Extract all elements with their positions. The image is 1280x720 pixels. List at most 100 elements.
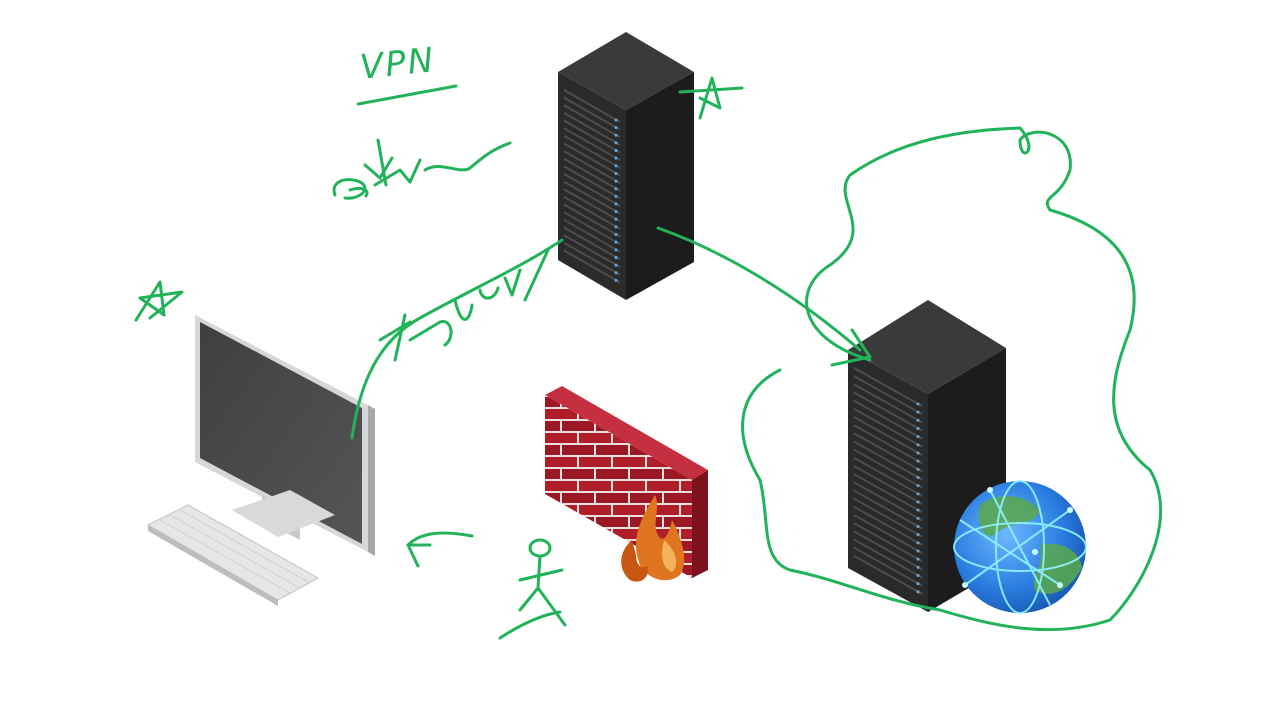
star-mark-top [678, 76, 744, 120]
rack-slot [563, 119, 621, 154]
rack-slot [853, 514, 923, 554]
rack-slot [563, 150, 621, 184]
rack-led [916, 582, 920, 586]
rack-led [916, 525, 920, 528]
rack-led [916, 484, 920, 488]
rack-slot [563, 96, 621, 131]
rack-led [916, 451, 920, 455]
rack-slot [563, 157, 621, 192]
rack-slot [563, 104, 621, 139]
rack-led [916, 418, 920, 422]
internet-globe [953, 480, 1087, 614]
rack-slot [853, 546, 923, 587]
server-rack-icon [558, 32, 694, 300]
cloud-loop [741, 126, 1162, 632]
rack-slot [853, 399, 923, 440]
rack-slot [853, 497, 923, 538]
rack-led [614, 217, 618, 221]
rack-led [614, 164, 618, 168]
rack-slot [853, 530, 923, 571]
rack-led [916, 565, 920, 569]
rack-slot [563, 188, 621, 223]
rack-slot [853, 481, 923, 522]
server-rack-top [558, 32, 694, 300]
hand-annotations [134, 76, 1162, 640]
rack-led [614, 133, 618, 137]
rack-led [916, 541, 920, 545]
rack-led [614, 126, 618, 130]
rack-led [916, 459, 920, 463]
fire-icon [621, 495, 685, 582]
rack-led [916, 549, 920, 553]
curve-monitor-to-rack [350, 238, 564, 440]
rack-slot [563, 234, 621, 268]
monitor-icon [195, 315, 375, 556]
rack-slot [853, 456, 923, 497]
rack-led [916, 410, 920, 414]
arrow-rack-to-rack [656, 226, 872, 367]
rack-led [916, 467, 920, 471]
rack-slot [853, 375, 923, 416]
rack-led [614, 233, 618, 237]
scribble-word-2 [378, 248, 550, 362]
rack-slot [563, 173, 621, 207]
rack-slot [563, 134, 621, 169]
rack-slot [853, 367, 923, 407]
rack-led [614, 271, 618, 275]
rack-led [614, 156, 618, 160]
rack-led [916, 516, 920, 520]
rack-slot [563, 89, 621, 123]
rack-led [916, 427, 920, 430]
rack-slot [853, 465, 923, 505]
rack-led [916, 533, 920, 537]
rack-slot [563, 226, 621, 261]
rack-slot [563, 165, 621, 200]
rack-led [614, 202, 618, 206]
rack-led [614, 187, 618, 191]
rack-slot [563, 211, 621, 246]
rack-slot [853, 383, 923, 424]
rack-led [916, 443, 920, 447]
arrow-to-monitor [406, 531, 474, 568]
rack-led [614, 149, 618, 153]
rack-led [916, 590, 920, 594]
rack-slot [853, 448, 923, 489]
globe-icon [953, 480, 1087, 614]
rack-led [614, 225, 618, 229]
rack-led [614, 248, 618, 252]
star-mark-left [134, 280, 184, 322]
rack-led [614, 118, 618, 122]
rack-slot [563, 241, 621, 276]
rack-led [916, 476, 920, 479]
scribble-word-1 [332, 138, 512, 200]
rack-slot [853, 489, 923, 530]
stick-figure [498, 538, 567, 640]
rack-slot [563, 203, 621, 238]
keyboard-icon [146, 504, 320, 606]
rack-slot [563, 112, 621, 146]
rack-led [916, 492, 920, 496]
rack-slot [853, 440, 923, 481]
rack-slot [563, 249, 621, 284]
rack-slot [563, 180, 621, 215]
rack-led [916, 402, 920, 406]
rack-slot [853, 432, 923, 473]
firewall [545, 386, 708, 582]
rack-slot [853, 554, 923, 595]
rack-slot [853, 424, 923, 465]
rack-led [614, 255, 618, 259]
rack-led [614, 194, 618, 198]
rack-slot [853, 473, 923, 514]
rack-led [614, 210, 618, 214]
rack-slot [853, 391, 923, 432]
rack-led [614, 141, 618, 145]
rack-slot [563, 142, 621, 177]
desktop-computer [146, 315, 375, 606]
rack-led [916, 574, 920, 577]
rack-slot [853, 407, 923, 448]
rack-slot [563, 218, 621, 253]
rack-led [916, 557, 920, 561]
rack-slot [853, 416, 923, 456]
rack-led [916, 435, 920, 439]
